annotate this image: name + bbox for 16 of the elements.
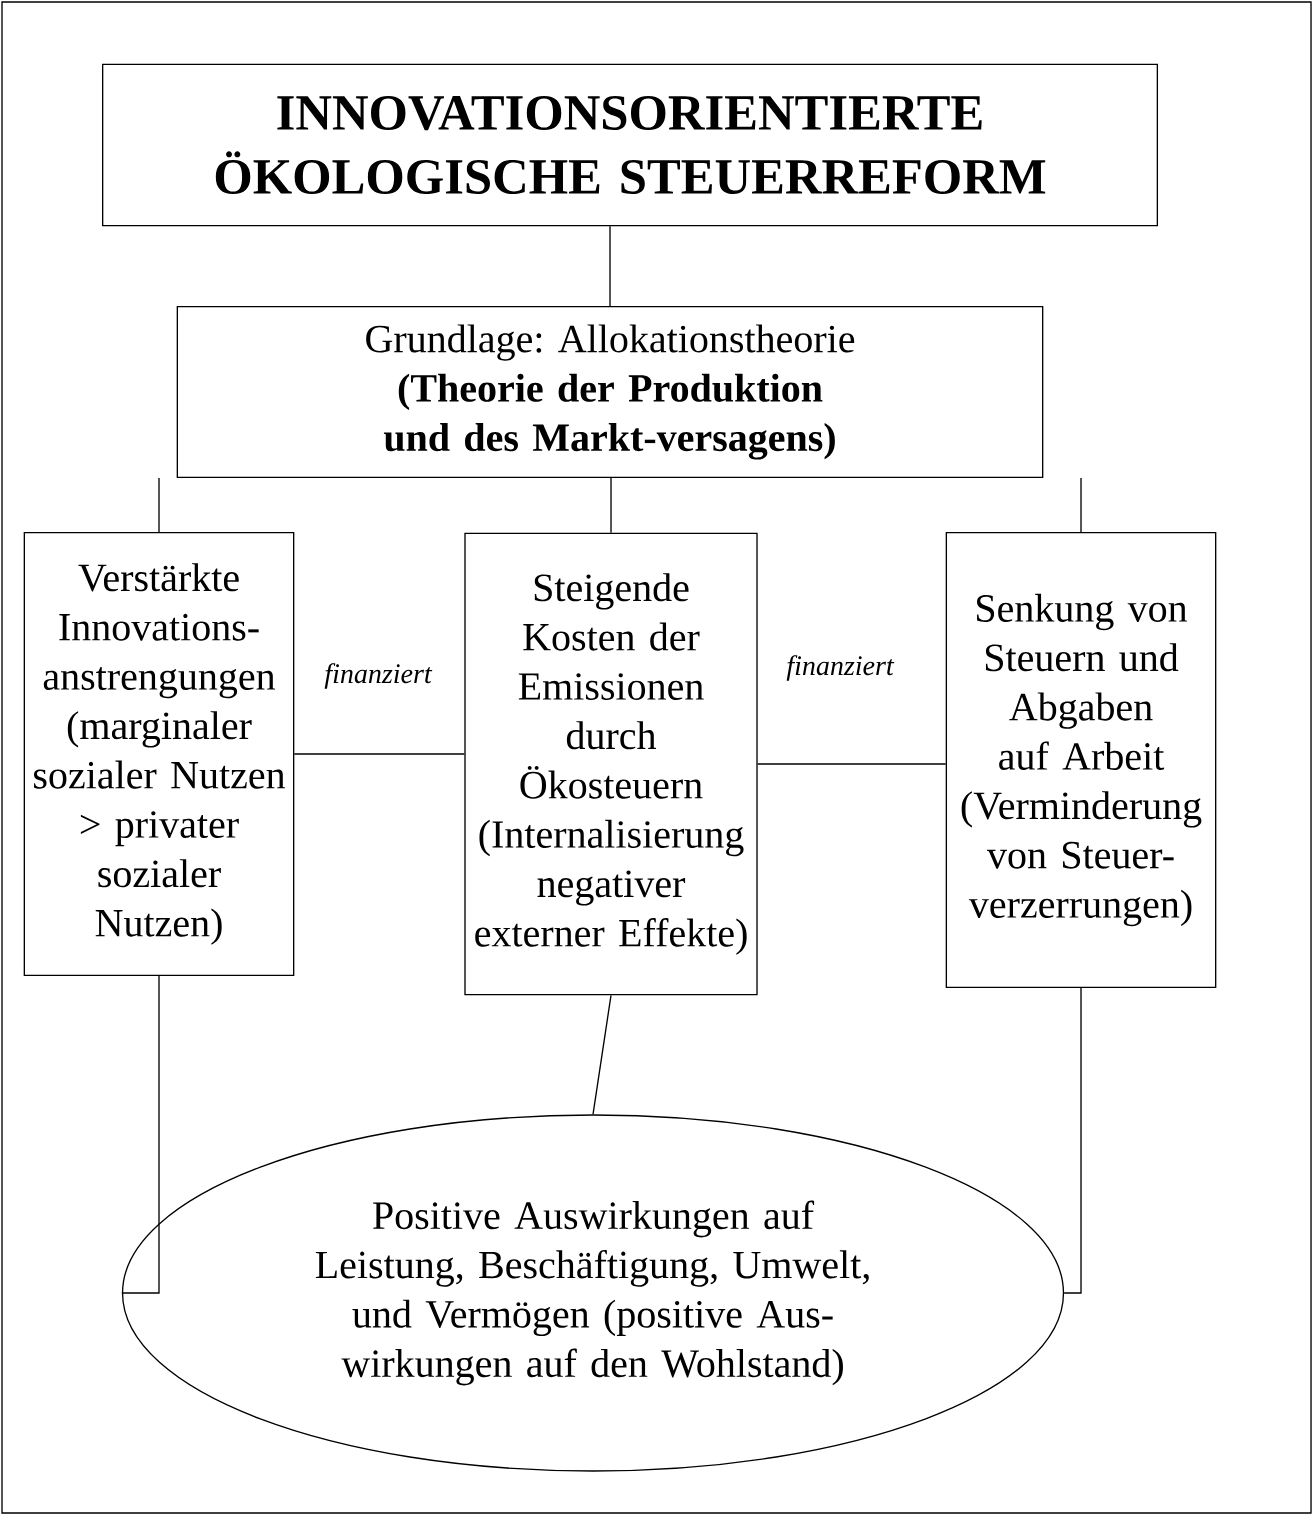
theory-box: Grundlage: Allokationstheorie (Theorie der Produktion und des Markt-versagens) xyxy=(176,306,1044,478)
title-box: INNOVATIONSORIENTIERTE ÖKOLOGISCHE STEUERREFORM xyxy=(102,63,1158,227)
connector-line xyxy=(121,975,160,1294)
process-box: Senkung von Steuern und Abgaben auf Arbeit (Verminderung von Steuer-verzerrungen) xyxy=(945,532,1217,988)
connector-line xyxy=(757,763,947,765)
connector-line xyxy=(158,477,160,533)
connector-line xyxy=(293,753,465,755)
connector-line xyxy=(609,225,611,307)
edge-label: finanziert xyxy=(321,660,435,692)
connector-line xyxy=(610,477,612,534)
connector-line xyxy=(1063,987,1082,1294)
connector-line xyxy=(1080,477,1082,533)
edge-label: finanziert xyxy=(783,652,897,684)
process-box: Verstärkte Innovations-anstrengungen (marginaler sozialer Nutzen > privater sozialer Nutzen) xyxy=(23,532,295,976)
process-box: Steigende Kosten der Emissionen durch Ökosteuern (Internalisierung negativer externer Effekte) xyxy=(464,532,758,996)
connector-line xyxy=(592,994,612,1115)
